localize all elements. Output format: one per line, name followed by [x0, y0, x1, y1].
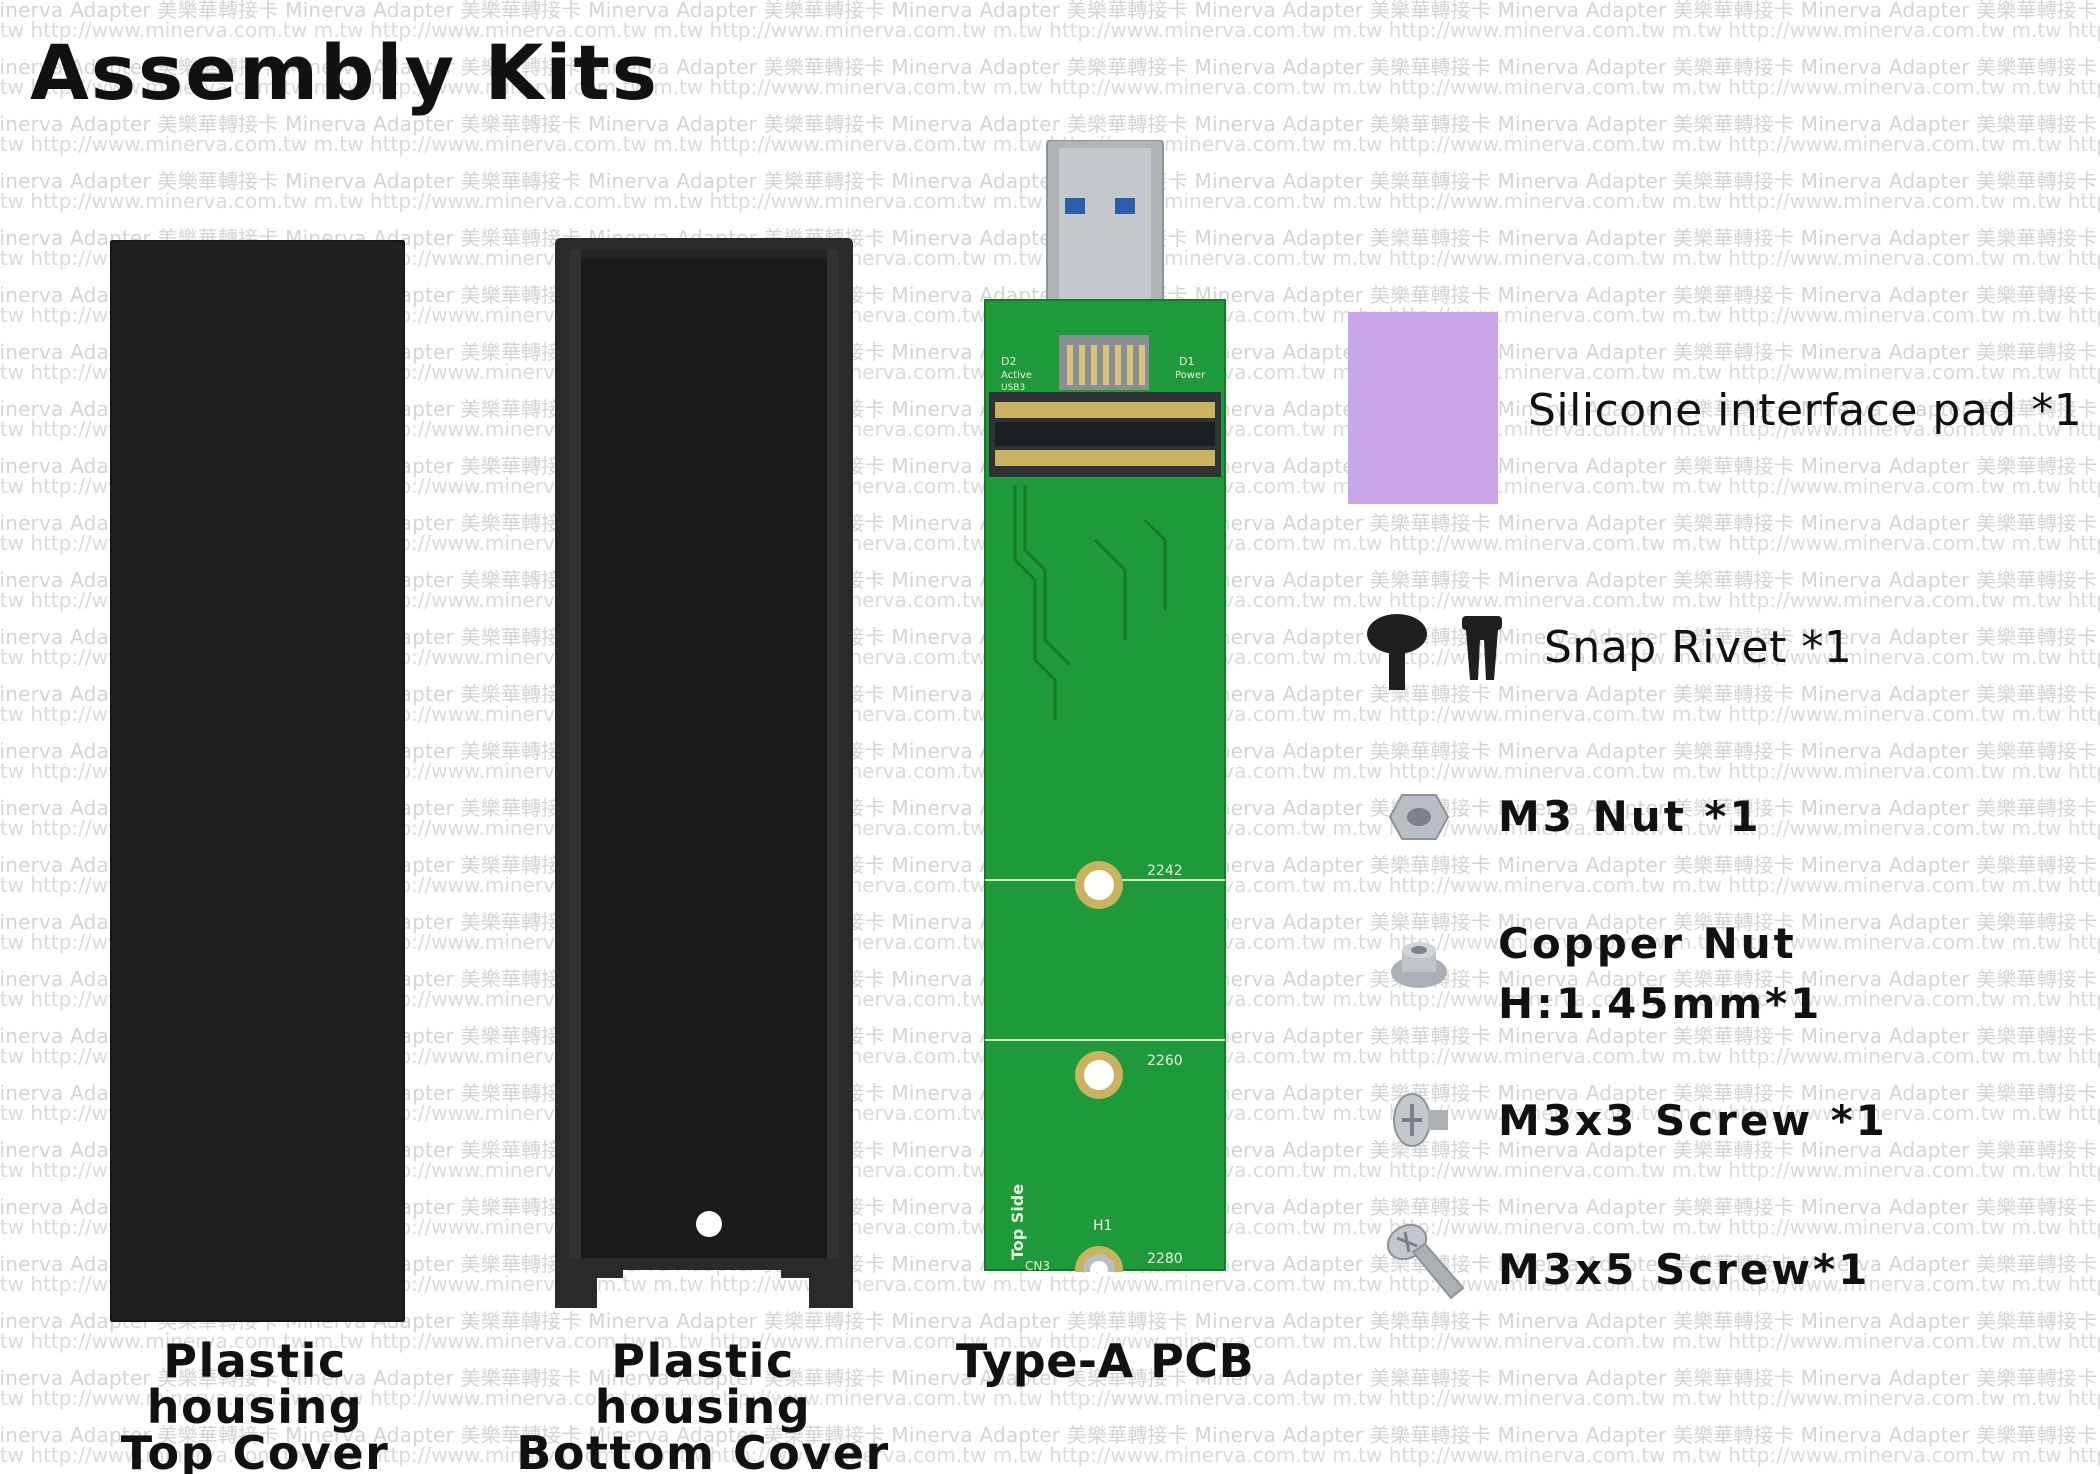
m3x3-screw-image — [1393, 1093, 1448, 1147]
page-title: Assembly Kits — [30, 28, 659, 117]
copper-nut-label-line2: H:1.45mm*1 — [1498, 979, 1823, 1028]
snap-rivet-label: Snap Rivet *1 — [1544, 622, 1853, 673]
m3-nut-label: M3 Nut *1 — [1498, 792, 1762, 841]
m3x5-screw-image — [1386, 1223, 1465, 1300]
m3-nut-image — [1388, 794, 1450, 840]
copper-nut-label: Copper Nut H:1.45mm*1 — [1498, 914, 1822, 1034]
pcb-silk-d2: D2 — [1001, 355, 1016, 368]
bottom-cover-caption-line2: Bottom Cover — [516, 1426, 890, 1474]
m3x5-screw-label: M3x5 Screw*1 — [1498, 1245, 1871, 1294]
pcb-silk-2260: 2260 — [1147, 1053, 1183, 1069]
pcb-silk-usb3: USB3 — [1001, 383, 1025, 393]
bottom-cover-caption: Plastic housing Bottom Cover — [503, 1338, 903, 1474]
bottom-cover-caption-line1: Plastic housing — [594, 1334, 812, 1434]
pcb-caption: Type-A PCB — [955, 1334, 1255, 1388]
pcb-silk-top-side: Top Side — [1008, 1184, 1027, 1260]
bottom-cover-image — [555, 238, 853, 1308]
pcb-silk-2280: 2280 — [1147, 1251, 1183, 1267]
pcb-silk-u-mark: CN3 — [1025, 1259, 1050, 1272]
pcb-image: D2 Active USB3 D1 Power 2242 2260 2280 H… — [984, 140, 1226, 1272]
silicone-pad-label: Silicone interface pad *1 — [1528, 385, 2083, 436]
pcb-silk-h1: H1 — [1093, 1218, 1112, 1234]
top-cover-caption-line1: Plastic housing — [146, 1334, 364, 1434]
pcb-silk-2242: 2242 — [1147, 863, 1183, 879]
top-cover-caption-line2: Top Cover — [120, 1426, 390, 1474]
snap-rivet-image — [1367, 614, 1502, 690]
silicone-pad-image — [1348, 312, 1498, 504]
pcb-silk-d1: D1 — [1179, 355, 1194, 368]
watermark-brand-row: Minerva Adapter 美樂華轉接卡 Minerva Adapter 美… — [0, 0, 2098, 22]
copper-nut-label-line1: Copper Nut — [1498, 919, 1797, 968]
top-cover-caption: Plastic housing Top Cover — [55, 1338, 455, 1474]
top-cover-image — [110, 240, 405, 1322]
m3x3-screw-label: M3x3 Screw *1 — [1498, 1096, 1888, 1145]
copper-nut-image — [1391, 942, 1447, 988]
pcb-silk-active: Active — [1001, 370, 1032, 381]
pcb-silk-power: Power — [1175, 370, 1206, 381]
